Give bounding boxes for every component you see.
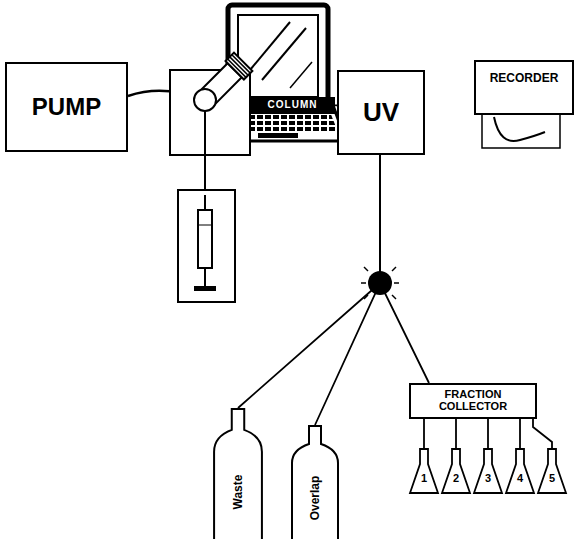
component-label: RECORDER bbox=[490, 72, 559, 85]
tubing-connector bbox=[455, 419, 457, 448]
tubing-connector bbox=[423, 419, 425, 448]
component-label: COLUMN bbox=[268, 100, 318, 111]
flask: 5 bbox=[537, 448, 567, 494]
tubing-connector bbox=[315, 155, 380, 425]
tubing-connector bbox=[380, 155, 429, 383]
flask-number: 1 bbox=[421, 473, 427, 485]
component-box: RECORDER bbox=[474, 60, 574, 115]
flask-number: 5 bbox=[549, 473, 555, 485]
flask-outline bbox=[537, 448, 567, 494]
column: COLUMN bbox=[250, 97, 335, 114]
flask-number: 4 bbox=[517, 473, 523, 485]
injector bbox=[170, 53, 252, 195]
bottle: Waste bbox=[212, 408, 264, 539]
bottle-outline bbox=[212, 408, 264, 539]
component-label: UV bbox=[363, 99, 399, 126]
bottle: Overlap bbox=[290, 425, 340, 539]
flask-outline bbox=[473, 448, 503, 494]
tubing-connector bbox=[533, 419, 552, 448]
syringe bbox=[178, 190, 235, 302]
flask: 1 bbox=[409, 448, 439, 494]
component-box: PUMP bbox=[5, 62, 128, 152]
flask-outline bbox=[505, 448, 535, 494]
component-label: Waste bbox=[232, 474, 245, 509]
tubing-connector bbox=[238, 155, 380, 408]
recorder-paper bbox=[482, 115, 560, 148]
flask: 4 bbox=[505, 448, 535, 494]
flask-outline bbox=[409, 448, 439, 494]
flask-number: 3 bbox=[485, 473, 491, 485]
component-box: UV bbox=[337, 70, 425, 155]
tubing-connector bbox=[487, 419, 489, 448]
flask: 2 bbox=[441, 448, 471, 494]
component-box: FRACTION COLLECTOR bbox=[409, 383, 537, 419]
flask: 3 bbox=[473, 448, 503, 494]
flask-outline bbox=[441, 448, 471, 494]
component-label: PUMP bbox=[32, 94, 101, 119]
flask-number: 2 bbox=[453, 473, 459, 485]
component-label: Overlap bbox=[309, 476, 322, 521]
component-label: FRACTION COLLECTOR bbox=[411, 389, 535, 412]
tubing-connector bbox=[519, 419, 521, 448]
